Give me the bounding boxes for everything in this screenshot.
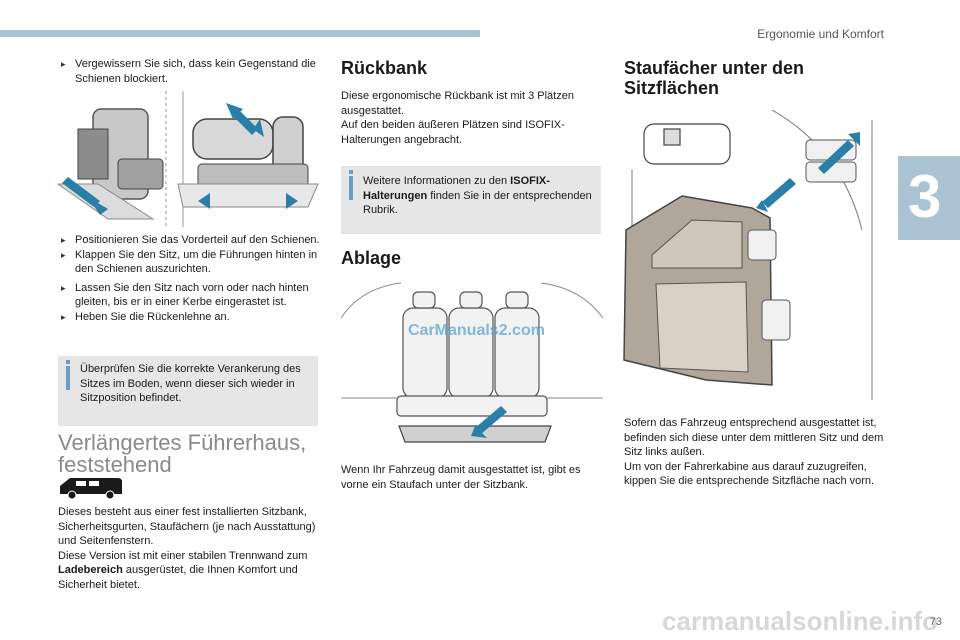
middle-note-text: Weitere Informationen zu den ISOFIX-Halt… (363, 174, 595, 218)
right-title-line1: Staufächer unter den (624, 58, 805, 78)
middle-title1-wrap: Rückbank (341, 58, 601, 78)
step-check-rails: Vergewissern Sie sich, dass kein Gegenst… (58, 57, 320, 86)
right-para-line2: Um von der Fahrerkabine aus darauf zuzug… (624, 460, 875, 488)
middle-note-box: Weitere Informationen zu den ISOFIX-Halt… (341, 166, 601, 234)
chapter-number: 3 (908, 163, 942, 230)
section-title-rueckbank: Rückbank (341, 58, 428, 78)
middle-para1-line1: Diese ergonomische Rückbank ist mit 3 Pl… (341, 90, 574, 117)
section-title-line1: Verlängertes Führerhaus, (58, 430, 307, 455)
section-title-line2: feststehend (58, 452, 172, 477)
middle-title2-wrap: Ablage (341, 248, 601, 268)
page-number: 73 (929, 616, 942, 628)
left-note-box: Überprüfen Sie die korrekte Verankerung … (58, 356, 318, 426)
step-fold: Klappen Sie den Sitz, um die Führungen h… (58, 248, 320, 277)
middle-para2-wrap: Wenn Ihr Fahrzeug damit ausgestattet ist… (341, 463, 603, 492)
right-title-wrap: Staufächer unter den Sitzflächen (624, 58, 884, 98)
step-position: Positionieren Sie das Vorderteil auf den… (58, 233, 320, 248)
left-paragraphs: Dieses besteht aus einer fest installier… (58, 505, 320, 592)
step-slide: Lassen Sie den Sitz nach vorn oder nach … (58, 281, 320, 310)
middle-para1-line2: Auf den beiden äußeren Plätzen sind ISOF… (341, 119, 565, 146)
watermark-carmanuals: CarManuals2.com (408, 322, 545, 339)
middle-note-post: finden Sie in der entsprechenden Rubrik. (363, 189, 592, 217)
bench-illustration (340, 278, 604, 454)
header-bar (0, 30, 480, 37)
left-para2-bold: Ladebereich (58, 564, 123, 576)
watermark-site: carmanualsonline.info (662, 606, 938, 636)
info-icon (349, 170, 353, 200)
left-para1: Dieses besteht aus einer fest installier… (58, 506, 316, 547)
left-steps: Positionieren Sie das Vorderteil auf den… (58, 233, 320, 324)
middle-para1: Diese ergonomische Rückbank ist mit 3 Pl… (341, 89, 601, 147)
middle-note-pre: Weitere Informationen zu den (363, 175, 511, 187)
section-title-ablage: Ablage (341, 248, 402, 268)
right-title-line2: Sitzflächen (624, 78, 720, 98)
left-para2: Diese Version ist mit einer stabilen Tre… (58, 549, 320, 593)
right-paragraphs: Sofern das Fahrzeug entsprechend ausgest… (624, 416, 886, 489)
left-note-text: Überprüfen Sie die korrekte Verankerung … (80, 363, 301, 404)
chapter-tab: 3 (898, 156, 960, 240)
middle-para2: Wenn Ihr Fahrzeug damit ausgestattet ist… (341, 464, 581, 491)
left-section-title: Verlängertes Führerhaus, feststehend (58, 432, 320, 476)
chapter-title: Ergonomie und Komfort (757, 27, 884, 41)
step-raise: Heben Sie die Rückenlehne an. (58, 310, 320, 325)
info-icon (66, 360, 70, 390)
left-para2-pre: Diese Version ist mit einer stabilen Tre… (58, 549, 308, 562)
storage-illustration (622, 109, 884, 402)
right-para-line1: Sofern das Fahrzeug entsprechend ausgest… (624, 417, 884, 458)
middle-note-bold: ISOFIX-Halterungen (363, 175, 550, 202)
seat-illustration (56, 89, 320, 229)
left-para2-post: ausgerüstet, die Ihnen Komfort und Siche… (58, 564, 298, 591)
left-step0-block: Vergewissern Sie sich, dass kein Gegenst… (58, 57, 320, 86)
van-icon (58, 474, 124, 500)
